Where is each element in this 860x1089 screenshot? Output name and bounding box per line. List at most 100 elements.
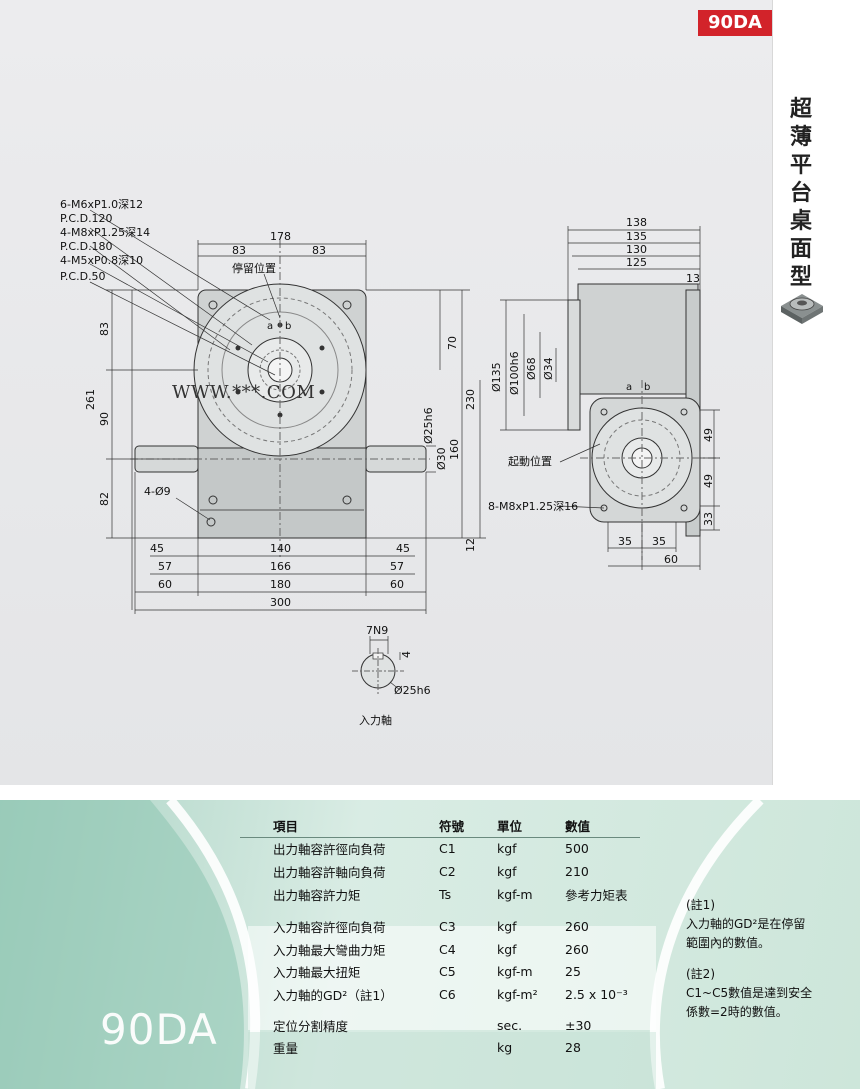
dim-d68: Ø68	[525, 357, 538, 380]
dim-60-right: 60	[390, 578, 404, 591]
table-row: 重量 kg 28	[240, 1036, 640, 1059]
note-2-title: (註2)	[686, 967, 715, 981]
input-shaft-key: 7N9	[366, 624, 388, 637]
dim-d34: Ø34	[542, 357, 555, 380]
row-unit: kgf-m	[497, 964, 533, 980]
row-unit: kgf	[497, 836, 565, 861]
row-item: 出力軸容許軸向負荷	[273, 864, 386, 880]
dim-60-left: 60	[158, 578, 172, 591]
row-unit: kgf-m	[497, 886, 533, 902]
header-value: 數值	[565, 818, 591, 834]
dim-shaft-25h6: Ø25h6	[422, 407, 435, 444]
callout-pcd1: P.C.D.120	[60, 212, 113, 225]
dim-13: 13	[686, 272, 700, 285]
row-unit: sec.	[497, 1017, 523, 1033]
dim-35-left: 35	[618, 535, 632, 548]
dim-shaft-30: Ø30	[435, 447, 448, 470]
model-tag: 90DA	[698, 10, 772, 36]
technical-drawing: 6-M6xP1.0深12 P.C.D.120 4-M8xP1.25深14 P.C…	[60, 198, 720, 697]
dim-138: 138	[626, 216, 647, 229]
row-item: 入力軸最大扭矩	[273, 965, 361, 981]
dim-180: 180	[270, 578, 291, 591]
title-char: 型	[789, 265, 812, 290]
header-symbol: 符號	[439, 818, 465, 834]
side-view	[567, 283, 720, 560]
row-value: 260	[565, 919, 589, 935]
dim-57-left: 57	[158, 560, 172, 573]
title-char: 平	[789, 153, 812, 178]
dim-261: 261	[84, 389, 97, 410]
dim-49-top: 49	[702, 428, 715, 442]
row-unit: kgf-m²	[497, 986, 538, 1002]
front-view	[130, 240, 430, 560]
callout-pcd2: P.C.D.180	[60, 240, 113, 253]
stop-position-label: 停留位置	[232, 261, 276, 275]
vertical-title: 超 薄 平 台 桌 面 型	[786, 96, 816, 292]
table-spacer	[240, 905, 640, 915]
table-spacer	[240, 1006, 640, 1014]
row-value: ±30	[565, 1017, 592, 1033]
row-value: 260	[565, 941, 589, 957]
dim-135: 135	[626, 230, 647, 243]
dim-60-side: 60	[664, 553, 678, 566]
product-thumbnail-icon	[781, 294, 823, 324]
row-symbol	[439, 1036, 497, 1059]
row-symbol: C3	[439, 919, 456, 935]
spec-panel: 90DA 項目 符號 單位 數值 出力軸容許徑向負荷 C1 kgf 500 出力…	[0, 800, 860, 1089]
dim-300: 300	[270, 596, 291, 609]
row-unit: kg	[497, 1040, 513, 1056]
input-shaft-detail	[352, 636, 404, 694]
label-b: b	[285, 321, 291, 332]
note-2-text: C1~C5數值是達到安全係數=2時的數值。	[686, 986, 813, 1019]
dim-45-left: 45	[150, 542, 164, 555]
watermark: WWW.***.COM	[172, 382, 316, 403]
dim-83-top-left: 83	[232, 244, 246, 257]
dim-160: 160	[448, 439, 461, 460]
dim-90: 90	[98, 412, 111, 426]
row-unit: kgf	[497, 941, 517, 957]
dim-49-bottom: 49	[702, 474, 715, 488]
side-dimension-lines	[500, 226, 720, 570]
header-item: 項目	[273, 818, 299, 834]
dim-70: 70	[446, 336, 459, 350]
side-holes-label: 8-M8xP1.25深16	[488, 500, 578, 513]
panel-background-curves	[0, 800, 764, 1089]
dim-57-right: 57	[390, 560, 404, 573]
dim-230: 230	[464, 389, 477, 410]
input-shaft-dia: Ø25h6	[394, 684, 431, 697]
dim-178: 178	[270, 230, 291, 243]
header-unit: 單位	[497, 818, 523, 834]
row-value: 500	[565, 836, 640, 861]
row-item: 入力軸最大彎曲力矩	[273, 942, 386, 958]
dim-45-right: 45	[396, 542, 410, 555]
row-item: 重量	[273, 1041, 299, 1057]
note-2: (註2) C1~C5數值是達到安全係數=2時的數值。	[686, 965, 816, 1022]
table-row: 出力軸容許力矩 Ts kgf-m 參考力矩表	[240, 883, 640, 906]
big-model-name: 90DA	[100, 1005, 218, 1054]
row-symbol: C1	[439, 836, 497, 861]
row-item: 入力軸的GD²（註1）	[273, 987, 393, 1003]
title-char: 薄	[789, 125, 812, 150]
title-char: 面	[789, 237, 812, 262]
notes: (註1) 入力軸的GD²是在停留範圍內的數值。 (註2) C1~C5數值是達到安…	[686, 896, 816, 1034]
label-a: a	[267, 321, 273, 332]
row-value: 210	[565, 863, 589, 879]
spec-table: 項目 符號 單位 數值 出力軸容許徑向負荷 C1 kgf 500 出力軸容許軸向…	[240, 814, 640, 1059]
dim-83-left: 83	[98, 322, 111, 336]
side-label-a: a	[626, 382, 632, 393]
dim-12: 12	[464, 538, 477, 552]
row-symbol: C4	[439, 941, 456, 957]
row-unit: kgf	[497, 919, 517, 935]
dim-140: 140	[270, 542, 291, 555]
dim-d135: Ø135	[490, 362, 503, 392]
dim-35-right: 35	[652, 535, 666, 548]
callout-hole2: 4-M8xP1.25深14	[60, 226, 150, 239]
front-dimension-lines	[89, 209, 486, 614]
callout-hole3: 4-M5xP0.8深10	[60, 254, 143, 267]
input-shaft-label: 入力軸	[359, 714, 392, 727]
note-1: (註1) 入力軸的GD²是在停留範圍內的數值。	[686, 896, 816, 953]
row-value: 2.5 x 10⁻³	[565, 986, 628, 1002]
row-symbol: C5	[439, 964, 456, 980]
table-row: 入力軸容許徑向負荷 C3 kgf 260	[240, 915, 640, 938]
callout-pcd3: P.C.D.50	[60, 270, 106, 283]
